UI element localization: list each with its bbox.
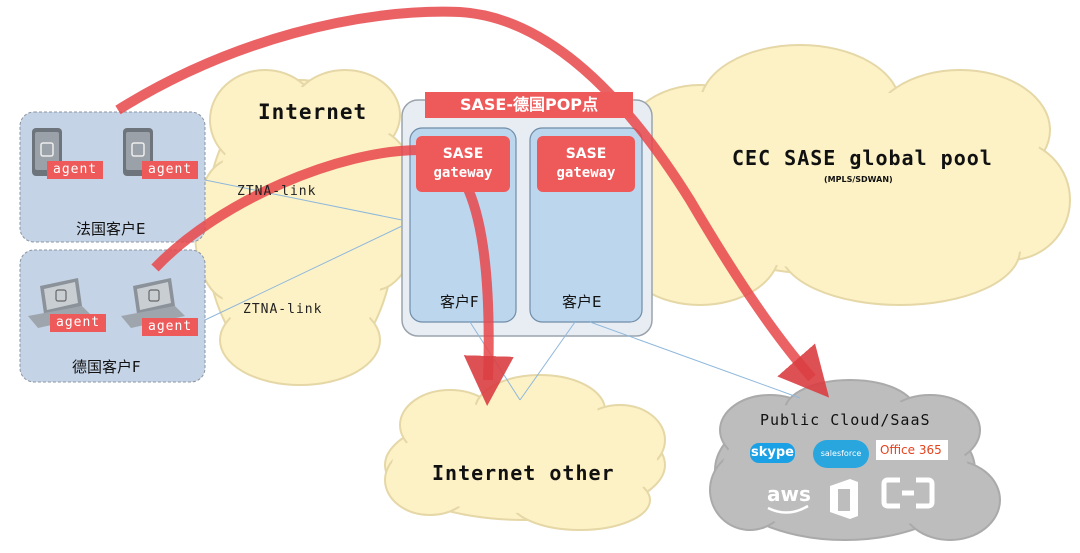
traffic-arrow-france-to-saas xyxy=(115,6,830,398)
aws-smile-icon xyxy=(767,504,809,514)
office-icon xyxy=(830,479,858,519)
public-cloud-title: Public Cloud/SaaS xyxy=(760,411,931,429)
germany-site-label: 德国客户F xyxy=(72,358,141,376)
internet-other-title: Internet other xyxy=(432,461,615,485)
skype-logo: skype xyxy=(750,443,795,463)
gateway-label-line1: SASE xyxy=(442,146,484,162)
agent-badge: agent xyxy=(142,161,199,179)
gateway-label-line2: gateway xyxy=(556,165,616,181)
ztna-link-label-bottom: ZTNA-link xyxy=(243,302,323,317)
agent-badge: agent xyxy=(47,161,104,179)
gateway-label-line1: SASE xyxy=(565,146,607,162)
pop-banner: SASE-德国POP点 xyxy=(425,92,633,118)
agent-badge: agent xyxy=(142,318,199,336)
sase-gateway-tenant-f: SASE gateway xyxy=(416,136,510,192)
ztna-link-label-top: ZTNA-link xyxy=(237,184,317,199)
gateway-label-line2: gateway xyxy=(433,165,493,181)
cec-pool-title: CEC SASE global pool xyxy=(732,146,993,170)
salesforce-logo: salesforce xyxy=(813,440,869,468)
tenant-e-label: 客户E xyxy=(562,293,602,311)
sase-gateway-tenant-e: SASE gateway xyxy=(537,136,635,192)
france-site-box xyxy=(19,111,206,243)
agent-badge: agent xyxy=(50,314,107,332)
france-site-label: 法国客户E xyxy=(76,220,146,238)
office365-logo: Office 365 xyxy=(876,440,948,460)
internet-cloud-title: Internet xyxy=(258,100,368,124)
alibaba-cloud-icon xyxy=(881,477,935,509)
laptop-icon xyxy=(121,278,185,328)
cec-pool-subtitle: (MPLS/SDWAN) xyxy=(824,175,893,184)
tenant-f-label: 客户F xyxy=(440,293,479,311)
aws-logo: aws xyxy=(767,482,811,506)
